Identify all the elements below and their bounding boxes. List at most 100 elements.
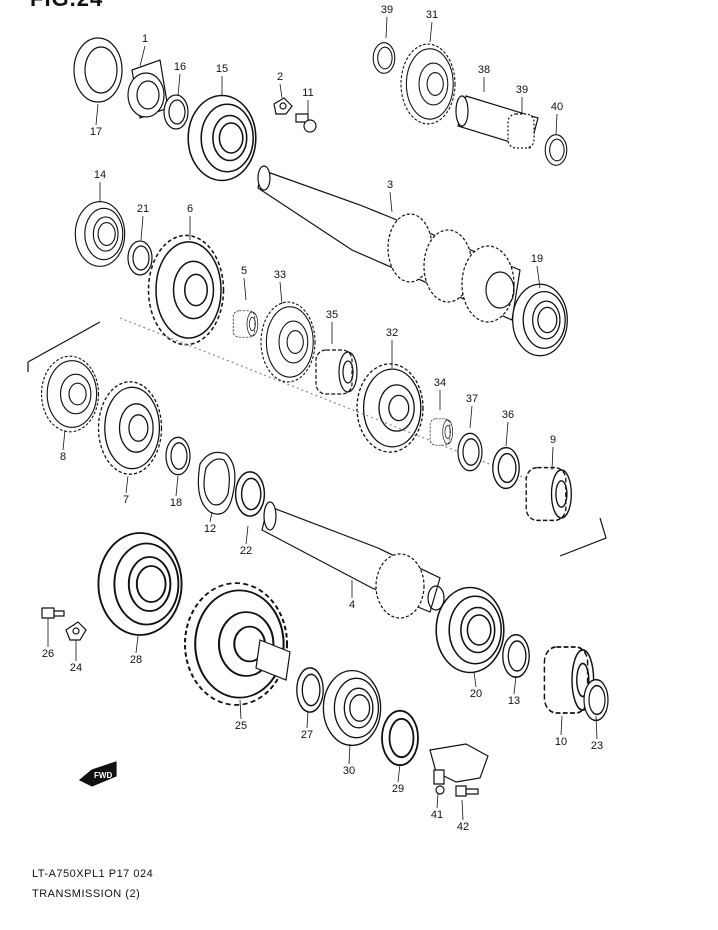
callout-leader-line	[469, 405, 473, 429]
part-29-seal	[381, 709, 419, 767]
part-callout-3: 3	[387, 179, 393, 191]
callout-leader-line	[555, 113, 558, 135]
callout-leader-line	[397, 763, 401, 783]
callout-leader-line	[348, 743, 351, 765]
part-callout-6: 6	[187, 203, 193, 215]
callout-leader-line	[306, 711, 309, 729]
callout-leader-line	[436, 793, 439, 809]
part-7-gear	[97, 381, 163, 475]
subassembly-frame	[27, 318, 607, 557]
part-23-circlip	[583, 678, 609, 722]
part-callout-38: 38	[478, 64, 490, 76]
callout-leader-line	[95, 103, 99, 126]
part-35-gear	[315, 349, 358, 395]
part-callout-21: 21	[137, 203, 149, 215]
part-32-gear	[356, 363, 424, 453]
callout-leader-line	[429, 21, 433, 43]
part-callout-30: 30	[343, 765, 355, 777]
part-2-washer	[274, 98, 292, 114]
part-callout-41: 41	[431, 809, 443, 821]
part-1-bush	[128, 60, 168, 118]
part-3-countershaft	[258, 166, 520, 322]
part-callout-2: 2	[277, 71, 283, 83]
part-callout-29: 29	[392, 783, 404, 795]
part-27-washer	[296, 667, 324, 713]
callout-leader-line	[209, 511, 213, 523]
part-callout-9: 9	[550, 434, 556, 446]
part-callout-10: 10	[555, 736, 567, 748]
part-8-hub	[40, 355, 100, 433]
part-31-gear	[400, 43, 456, 125]
part-callout-26: 26	[42, 648, 54, 660]
figure-label: FIG.24	[30, 0, 103, 12]
callout-leader-line	[461, 799, 464, 821]
part-callout-34: 34	[434, 377, 446, 389]
part-callout-42: 42	[457, 821, 469, 833]
part-callout-11: 11	[302, 87, 313, 99]
part-22-washer	[234, 471, 266, 517]
part-callout-14: 14	[94, 169, 106, 181]
part-callout-24: 24	[70, 662, 82, 674]
part-15-bearing	[187, 94, 257, 182]
part-callout-31: 31	[426, 9, 438, 21]
callout-leader-line	[139, 45, 146, 67]
part-callout-39: 39	[381, 4, 393, 16]
part-9-gear	[525, 466, 573, 522]
part-5-bush	[232, 310, 259, 338]
part-11-bolt	[296, 114, 316, 132]
part-callout-22: 22	[240, 545, 252, 557]
part-28-bearing	[97, 532, 183, 636]
part-callout-35: 35	[326, 309, 338, 321]
part-26-bolt	[42, 608, 64, 618]
callout-leader-line	[536, 265, 541, 289]
part-callout-5: 5	[241, 265, 247, 277]
part-17-seal	[74, 38, 122, 102]
part-25-gear	[183, 582, 290, 706]
part-39-washer-lower	[544, 134, 568, 166]
callout-leader-line	[389, 191, 393, 213]
part-callout-36: 36	[502, 409, 514, 421]
part-12-circlip	[198, 452, 235, 514]
callout-leader-line	[279, 281, 283, 305]
part-callout-16: 16	[174, 61, 186, 73]
part-16-washer	[163, 94, 189, 130]
fwd-text: FWD	[94, 771, 112, 780]
part-24-washer	[66, 622, 86, 640]
part-6-driven-gear	[147, 234, 225, 346]
part-21-washer	[127, 240, 153, 276]
part-callout-7: 7	[123, 494, 129, 506]
callout-leader-line	[560, 715, 563, 736]
part-34-bush	[429, 418, 454, 446]
part-callout-20: 20	[470, 688, 482, 700]
callout-leader-line	[595, 715, 598, 740]
part-callout-39: 39	[516, 84, 528, 96]
part-callout-4: 4	[349, 599, 355, 611]
part-callout-8: 8	[60, 451, 66, 463]
callout-leader-line	[505, 421, 509, 447]
part-callout-28: 28	[130, 654, 142, 666]
callout-leader-line	[473, 671, 477, 688]
part-39-washer-upper	[372, 42, 396, 74]
part-callout-19: 19	[531, 253, 543, 265]
part-33-shifter	[260, 301, 316, 383]
part-callout-13: 13	[508, 695, 520, 707]
part-callout-15: 15	[216, 63, 228, 75]
part-callout-12: 12	[204, 523, 216, 535]
part-callout-37: 37	[466, 393, 478, 405]
part-42-bolt	[456, 786, 478, 796]
part-41-speed-sensor	[430, 744, 488, 794]
part-19-bearing	[512, 283, 568, 357]
callout-leader-line	[125, 475, 129, 494]
callout-leader-line	[177, 73, 181, 97]
part-callout-27: 27	[301, 729, 313, 741]
part-callout-18: 18	[170, 497, 182, 509]
part-14-bearing	[74, 201, 126, 267]
callout-leader-line	[175, 475, 179, 497]
part-callout-33: 33	[274, 269, 286, 281]
model-code: LT-A750XPL1 P17 024	[32, 868, 154, 880]
part-callout-1: 1	[142, 33, 148, 45]
part-callout-40: 40	[551, 101, 563, 113]
part-callout-25: 25	[235, 720, 247, 732]
part-4-main-shaft	[262, 502, 444, 618]
